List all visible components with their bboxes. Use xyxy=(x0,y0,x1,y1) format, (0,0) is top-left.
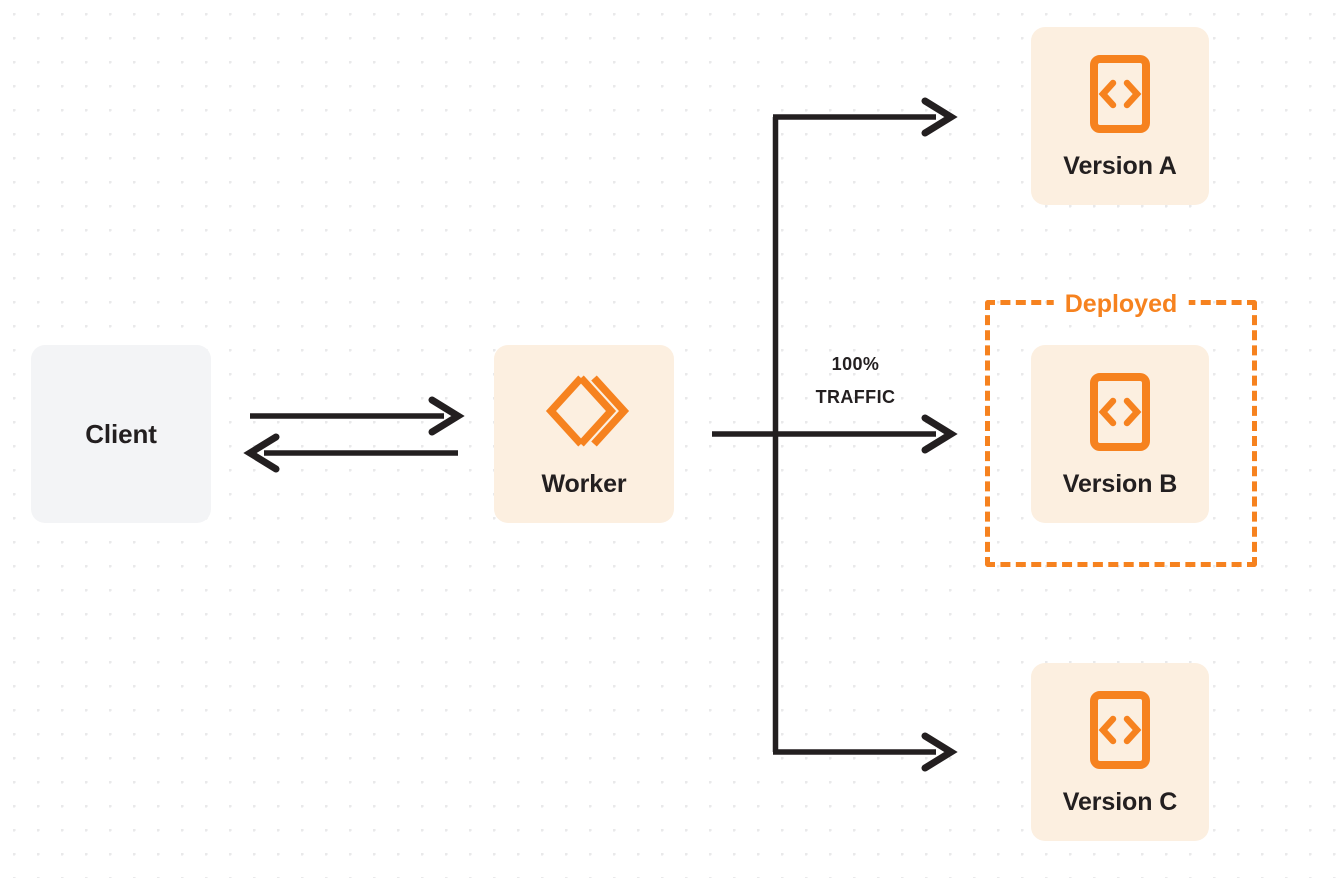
traffic-percent: 100% xyxy=(831,354,880,374)
node-version-b[interactable]: Version B xyxy=(1031,345,1209,523)
code-document-icon xyxy=(1089,54,1151,134)
node-worker-label: Worker xyxy=(541,469,627,498)
traffic-word: TRAFFIC xyxy=(815,387,896,407)
node-version-c[interactable]: Version C xyxy=(1031,663,1209,841)
node-version-a-label: Version A xyxy=(1063,151,1177,180)
node-version-c-label: Version C xyxy=(1062,787,1178,816)
node-version-b-label: Version B xyxy=(1062,469,1178,498)
cloudflare-workers-icon xyxy=(538,372,630,450)
deployed-group-label: Deployed xyxy=(1053,289,1189,319)
edge-worker-to-version-c xyxy=(773,732,958,772)
node-client-label: Client xyxy=(85,419,157,449)
edge-client-to-worker xyxy=(250,396,465,436)
code-document-icon xyxy=(1089,372,1151,452)
node-version-a[interactable]: Version A xyxy=(1031,27,1209,205)
edge-worker-to-client xyxy=(243,433,458,473)
node-client[interactable]: Client xyxy=(31,345,211,523)
code-document-icon xyxy=(1089,690,1151,770)
edge-worker-to-version-a xyxy=(773,97,958,137)
deployed-group: Deployed xyxy=(985,289,1257,567)
node-worker[interactable]: Worker xyxy=(494,345,674,523)
traffic-label: 100% TRAFFIC xyxy=(783,348,928,414)
edge-worker-to-version-b xyxy=(773,414,958,454)
